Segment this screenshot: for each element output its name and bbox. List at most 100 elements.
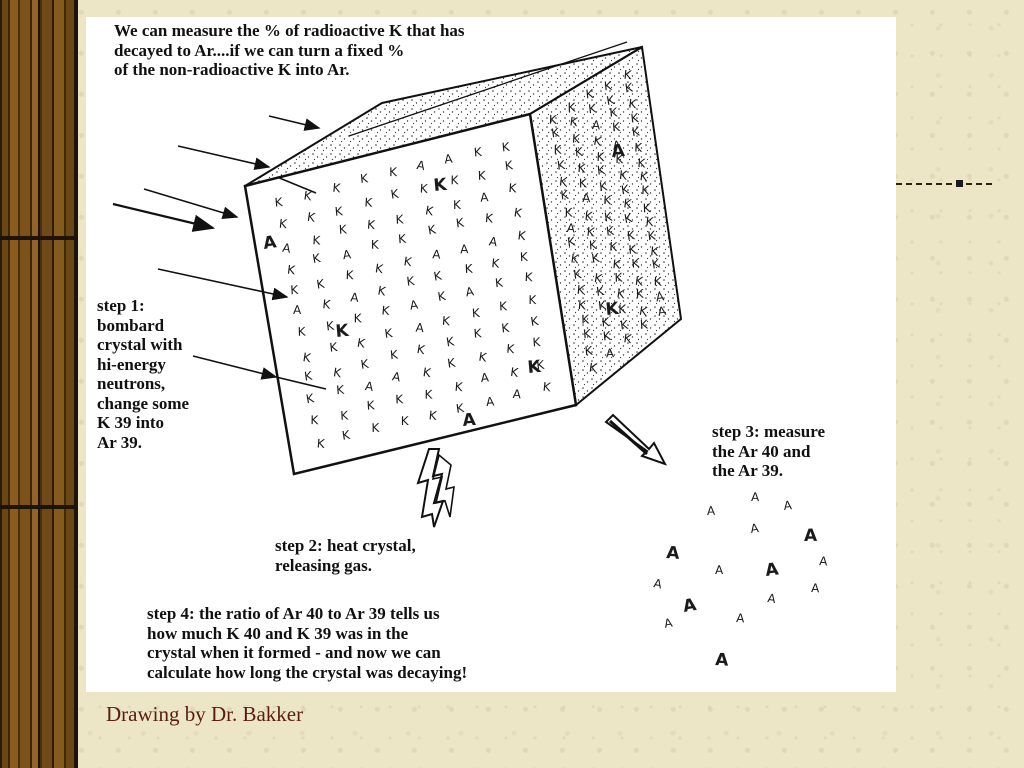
step2-line: releasing gas. xyxy=(275,555,372,575)
step4-line: step 4: the ratio of Ar 40 to Ar 39 tell… xyxy=(147,604,440,623)
step3-line: the Ar 39. xyxy=(712,461,783,480)
potassium-symbol: K xyxy=(631,124,642,139)
potassium-symbol: K xyxy=(310,413,319,427)
argon-symbol: A xyxy=(281,241,292,256)
potassium-symbol: K xyxy=(508,181,518,196)
potassium-symbol: K xyxy=(585,87,595,102)
potassium-symbol: K xyxy=(624,80,635,95)
potassium-symbol: K xyxy=(603,209,614,224)
gas-release-arrow-icon xyxy=(604,413,668,466)
potassium-symbol: K xyxy=(583,327,593,342)
potassium-symbol: K xyxy=(565,206,574,220)
potassium-symbol: K xyxy=(451,173,460,187)
potassium-symbol: K xyxy=(581,312,590,326)
intro-line: decayed to Ar....if we can turn a fixed … xyxy=(114,40,405,60)
argon-symbol: A xyxy=(736,611,746,625)
argon-symbol: A xyxy=(666,543,681,564)
potassium-symbol: K xyxy=(389,165,398,179)
argon-symbol: A xyxy=(804,526,818,546)
potassium-symbol: K xyxy=(335,321,351,342)
potassium-symbol: K xyxy=(647,228,658,243)
potassium-symbol: K xyxy=(630,111,640,126)
potassium-symbol: K xyxy=(303,369,314,384)
argon-symbol: A xyxy=(681,595,698,617)
potassium-symbol: K xyxy=(603,193,613,207)
potassium-symbol: K xyxy=(615,152,624,166)
potassium-symbol: K xyxy=(419,181,429,195)
potassium-symbol: K xyxy=(628,97,638,112)
potassium-symbol: K xyxy=(605,299,621,320)
argon-symbol: A xyxy=(819,554,829,569)
potassium-symbol: K xyxy=(454,380,464,395)
potassium-symbol: K xyxy=(501,140,511,155)
potassium-symbol: K xyxy=(338,222,348,236)
decorative-dot xyxy=(956,180,963,187)
step2-label: step 2: heat crystal, releasing gas. xyxy=(275,536,515,575)
potassium-symbol: K xyxy=(628,242,638,256)
potassium-symbol: K xyxy=(398,232,408,247)
potassium-symbol: K xyxy=(588,101,598,116)
potassium-symbol: K xyxy=(316,276,327,291)
potassium-symbol: K xyxy=(491,256,501,271)
potassium-symbol: K xyxy=(623,331,634,346)
argon-symbol: A xyxy=(715,563,724,577)
potassium-symbol: K xyxy=(576,283,586,298)
argon-symbol: A xyxy=(444,152,454,167)
potassium-symbol: K xyxy=(570,251,581,266)
potassium-symbol: K xyxy=(528,293,537,307)
neutron-arrow xyxy=(268,115,321,131)
argon-symbol: A xyxy=(293,303,302,317)
potassium-symbol: K xyxy=(455,401,466,416)
potassium-symbol: K xyxy=(433,175,449,196)
potassium-symbol: K xyxy=(316,436,326,451)
potassium-symbol: K xyxy=(567,100,576,114)
potassium-symbol: K xyxy=(572,132,582,147)
potassium-symbol: K xyxy=(306,210,317,225)
potassium-symbol: K xyxy=(445,334,456,349)
caption: Drawing by Dr. Bakker xyxy=(106,702,304,726)
neutron-arrow xyxy=(143,188,239,219)
potassium-symbol: K xyxy=(499,299,509,313)
neutron-arrow xyxy=(157,268,289,301)
argon-symbol: A xyxy=(350,290,360,305)
potassium-symbol: K xyxy=(530,314,541,329)
potassium-symbol: K xyxy=(634,141,643,155)
argon-symbol: A xyxy=(415,321,425,336)
potassium-symbol: K xyxy=(453,198,462,212)
potassium-symbol: K xyxy=(536,358,546,373)
argon-symbol: A xyxy=(582,191,591,205)
potassium-symbol: K xyxy=(517,228,528,243)
potassium-symbol: K xyxy=(584,343,594,358)
argon-symbol: A xyxy=(416,158,427,173)
potassium-symbol: K xyxy=(513,205,524,220)
potassium-symbol: K xyxy=(395,392,404,406)
argon-symbol: A xyxy=(767,591,778,606)
potassium-symbol: K xyxy=(603,79,613,94)
potassium-symbol: K xyxy=(609,240,619,254)
potassium-symbol: K xyxy=(623,211,634,226)
potassium-symbol: K xyxy=(618,302,627,316)
potassium-symbol: K xyxy=(332,181,342,196)
wood-rail xyxy=(38,0,40,768)
step4-line: calculate how long the crystal was decay… xyxy=(147,662,468,682)
step4-label: step 4: the ratio of Ar 40 to Ar 39 tell… xyxy=(147,604,667,682)
potassium-symbol: K xyxy=(638,304,649,319)
potassium-symbol: K xyxy=(598,179,609,194)
potassium-symbol: K xyxy=(520,250,530,264)
potassium-symbol: K xyxy=(455,215,466,230)
potassium-symbol: K xyxy=(384,326,395,341)
potassium-symbol: K xyxy=(623,196,633,211)
potassium-symbol: K xyxy=(532,335,542,350)
potassium-symbol: K xyxy=(297,325,306,339)
potassium-symbol: K xyxy=(356,336,367,351)
potassium-symbol: K xyxy=(597,298,608,313)
potassium-symbol: K xyxy=(596,150,605,164)
potassium-symbol: K xyxy=(302,350,313,365)
potassium-symbol: K xyxy=(290,283,300,297)
potassium-symbol: K xyxy=(322,297,332,312)
potassium-symbol: K xyxy=(573,267,584,282)
argon-symbol: A xyxy=(707,504,716,518)
potassium-symbol: K xyxy=(542,380,552,395)
potassium-symbol: K xyxy=(618,168,628,183)
decorative-dashed-line xyxy=(896,183,992,185)
